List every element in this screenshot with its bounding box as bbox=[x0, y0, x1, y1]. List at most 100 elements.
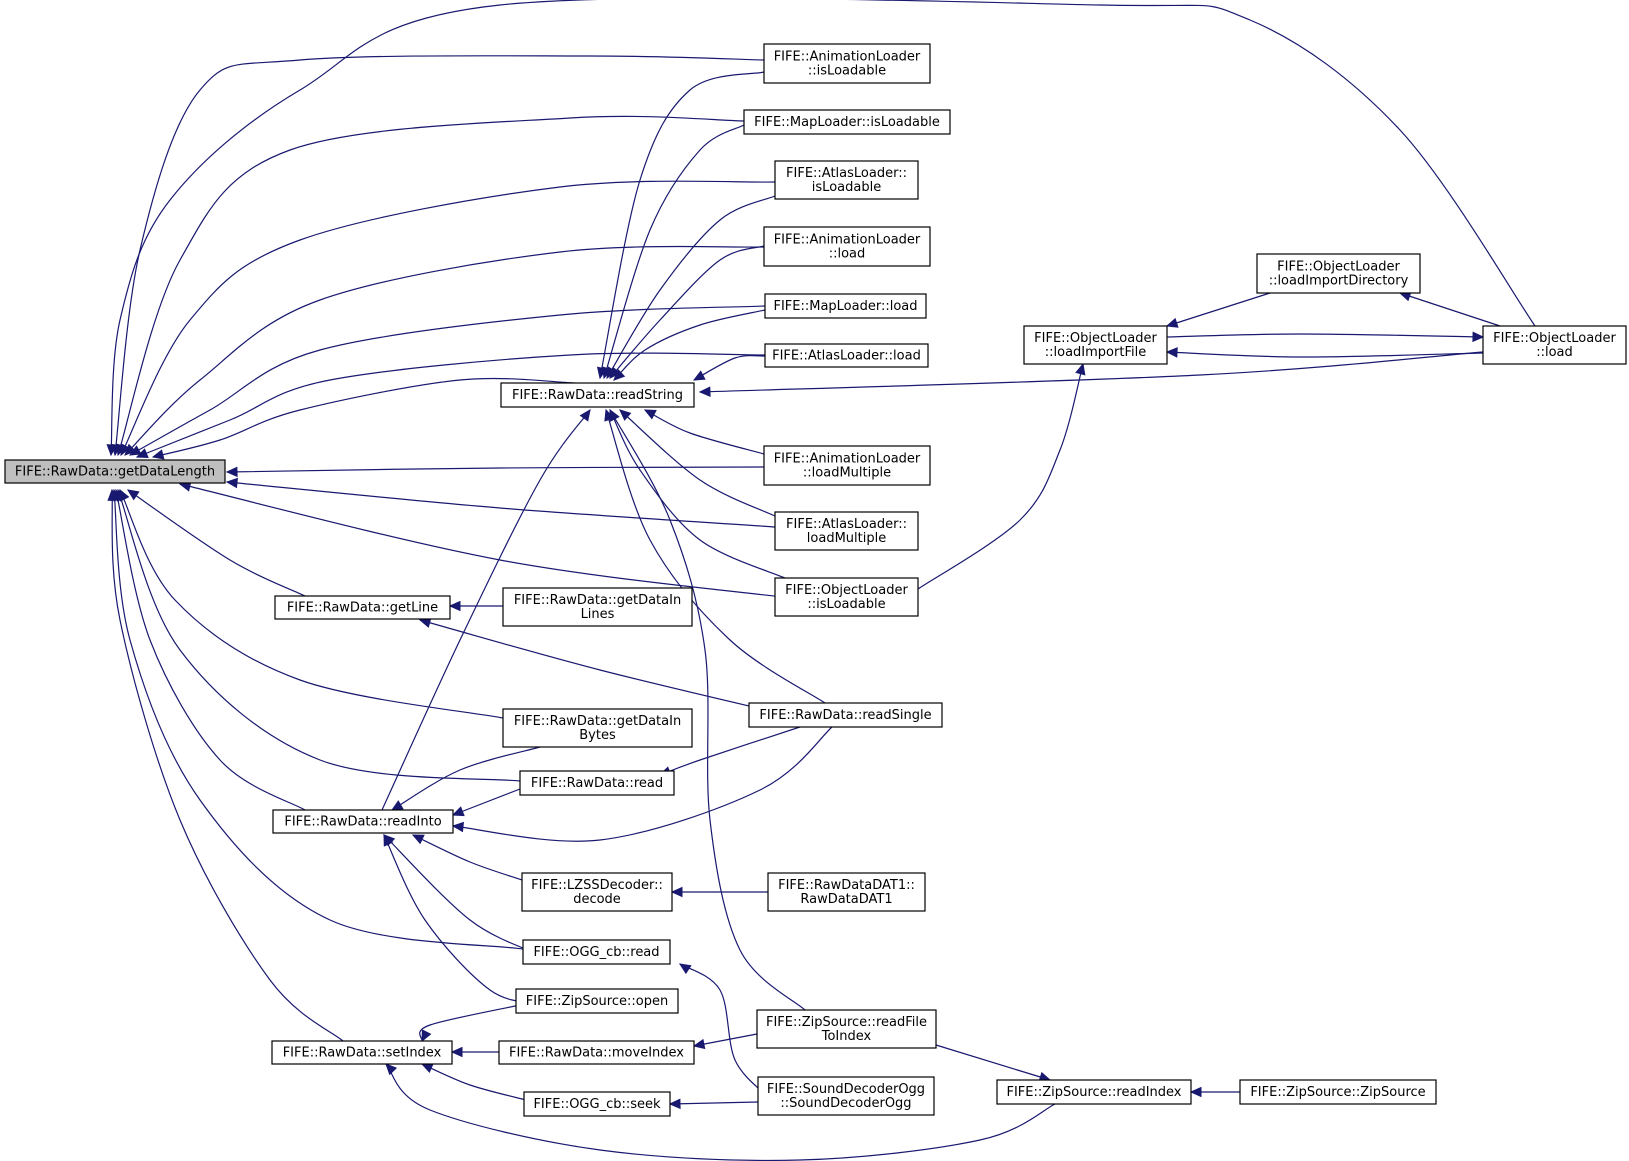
node-objLoadImportDirectory[interactable]: FIFE::ObjectLoader::loadImportDirectory bbox=[1256, 253, 1421, 294]
node-box[interactable] bbox=[521, 872, 673, 912]
node-label[interactable]: FIFE::LZSSDecoder:: bbox=[531, 878, 663, 893]
node-box[interactable] bbox=[519, 770, 675, 796]
node-objIsLoadable[interactable]: FIFE::ObjectLoader::isLoadable bbox=[774, 577, 919, 617]
node-box[interactable] bbox=[1482, 325, 1627, 365]
node-objLoadImportFile[interactable]: FIFE::ObjectLoader::loadImportFile bbox=[1023, 325, 1168, 365]
node-box[interactable] bbox=[748, 702, 943, 728]
node-animLoadMultiple[interactable]: FIFE::AnimationLoader::loadMultiple bbox=[763, 445, 931, 486]
node-box[interactable] bbox=[272, 809, 454, 834]
node-atlasIsLoadable[interactable]: FIFE::AtlasLoader::isLoadable bbox=[774, 160, 919, 200]
node-label[interactable]: FIFE::ZipSource::open bbox=[526, 994, 668, 1009]
node-label[interactable]: FIFE::AnimationLoader bbox=[774, 50, 921, 65]
node-label[interactable]: ::load bbox=[829, 247, 866, 262]
node-label[interactable]: FIFE::AtlasLoader:: bbox=[786, 517, 907, 532]
node-box[interactable] bbox=[757, 1076, 935, 1116]
node-box[interactable] bbox=[1239, 1079, 1437, 1105]
node-label[interactable]: FIFE::ObjectLoader bbox=[1493, 331, 1616, 346]
node-box[interactable] bbox=[743, 109, 951, 135]
node-label[interactable]: Lines bbox=[581, 607, 615, 622]
node-box[interactable] bbox=[515, 988, 679, 1014]
node-oggRead[interactable]: FIFE::OGG_cb::read bbox=[522, 939, 671, 965]
node-label[interactable]: FIFE::MapLoader::load bbox=[773, 299, 917, 314]
node-rawDataDat1[interactable]: FIFE::RawDataDAT1::RawDataDAT1 bbox=[767, 872, 926, 912]
node-label[interactable]: FIFE::RawData::readString bbox=[512, 388, 683, 403]
node-box[interactable] bbox=[502, 587, 693, 627]
node-label[interactable]: ::isLoadable bbox=[808, 64, 886, 79]
node-label[interactable]: FIFE::ObjectLoader bbox=[1277, 260, 1400, 275]
node-label[interactable]: FIFE::SoundDecoderOgg bbox=[767, 1082, 925, 1097]
node-label[interactable]: FIFE::RawData::setIndex bbox=[283, 1046, 442, 1061]
node-label[interactable]: FIFE::RawData::getDataLength bbox=[15, 465, 215, 480]
node-label[interactable]: FIFE::OGG_cb::seek bbox=[533, 1097, 661, 1112]
node-label[interactable]: FIFE::RawData::getLine bbox=[287, 601, 438, 616]
node-rdRead[interactable]: FIFE::RawData::read bbox=[519, 770, 675, 796]
node-setIndex[interactable]: FIFE::RawData::setIndex bbox=[271, 1040, 453, 1065]
node-label[interactable]: ::load bbox=[1536, 345, 1573, 360]
node-readInto[interactable]: FIFE::RawData::readInto bbox=[272, 809, 454, 834]
node-label[interactable]: FIFE::AnimationLoader bbox=[774, 452, 921, 467]
node-box[interactable] bbox=[763, 445, 931, 486]
node-readString[interactable]: FIFE::RawData::readString bbox=[500, 382, 695, 408]
node-atlasLoad[interactable]: FIFE::AtlasLoader::load bbox=[764, 343, 929, 368]
node-getDataLength[interactable]: FIFE::RawData::getDataLength bbox=[4, 459, 226, 484]
node-label[interactable]: FIFE::RawData::moveIndex bbox=[509, 1046, 684, 1061]
node-label[interactable]: FIFE::ObjectLoader bbox=[785, 583, 908, 598]
node-box[interactable] bbox=[271, 1040, 453, 1065]
node-box[interactable] bbox=[774, 160, 919, 200]
node-box[interactable] bbox=[763, 43, 931, 84]
node-box[interactable] bbox=[756, 1009, 937, 1049]
node-box[interactable] bbox=[767, 872, 926, 912]
node-animIsLoadable[interactable]: FIFE::AnimationLoader::isLoadable bbox=[763, 43, 931, 84]
node-label[interactable]: Bytes bbox=[579, 728, 616, 743]
node-soundDecoderOgg[interactable]: FIFE::SoundDecoderOgg::SoundDecoderOgg bbox=[757, 1076, 935, 1116]
node-label[interactable]: FIFE::AtlasLoader:: bbox=[786, 166, 907, 181]
node-box[interactable] bbox=[498, 1040, 695, 1065]
node-mapLoad[interactable]: FIFE::MapLoader::load bbox=[764, 293, 927, 319]
node-label[interactable]: FIFE::ZipSource::ZipSource bbox=[1250, 1085, 1425, 1100]
node-label[interactable]: decode bbox=[573, 892, 621, 907]
node-box[interactable] bbox=[4, 459, 226, 484]
node-box[interactable] bbox=[274, 595, 451, 620]
node-box[interactable] bbox=[763, 226, 931, 267]
node-label[interactable]: FIFE::ObjectLoader bbox=[1034, 331, 1157, 346]
node-oggSeek[interactable]: FIFE::OGG_cb::seek bbox=[523, 1091, 671, 1117]
node-readSingle[interactable]: FIFE::RawData::readSingle bbox=[748, 702, 943, 728]
node-lzssDecode[interactable]: FIFE::LZSSDecoder::decode bbox=[521, 872, 673, 912]
node-box[interactable] bbox=[1023, 325, 1168, 365]
node-label[interactable]: FIFE::RawData::readSingle bbox=[759, 708, 931, 723]
node-label[interactable]: FIFE::RawData::getDataIn bbox=[514, 593, 681, 608]
node-box[interactable] bbox=[500, 382, 695, 408]
node-label[interactable]: FIFE::RawData::readInto bbox=[284, 815, 441, 830]
node-label[interactable]: ToIndex bbox=[821, 1029, 872, 1044]
node-mapIsLoadable[interactable]: FIFE::MapLoader::isLoadable bbox=[743, 109, 951, 135]
node-getLine[interactable]: FIFE::RawData::getLine bbox=[274, 595, 451, 620]
node-label[interactable]: loadMultiple bbox=[807, 531, 886, 546]
node-label[interactable]: ::loadMultiple bbox=[803, 466, 891, 481]
node-label[interactable]: FIFE::OGG_cb::read bbox=[533, 945, 659, 960]
node-label[interactable]: FIFE::RawData::read bbox=[531, 776, 663, 791]
node-zipSourceCtor[interactable]: FIFE::ZipSource::ZipSource bbox=[1239, 1079, 1437, 1105]
node-label[interactable]: ::loadImportDirectory bbox=[1269, 274, 1409, 289]
node-box[interactable] bbox=[774, 511, 919, 551]
node-box[interactable] bbox=[502, 708, 693, 748]
node-box[interactable] bbox=[523, 1091, 671, 1117]
node-label[interactable]: ::isLoadable bbox=[807, 597, 885, 612]
node-label[interactable]: FIFE::AnimationLoader bbox=[774, 233, 921, 248]
node-atlasLoadMultiple[interactable]: FIFE::AtlasLoader::loadMultiple bbox=[774, 511, 919, 551]
node-box[interactable] bbox=[1256, 253, 1421, 294]
node-label[interactable]: FIFE::ZipSource::readFile bbox=[766, 1015, 927, 1030]
node-label[interactable]: ::SoundDecoderOgg bbox=[780, 1096, 911, 1111]
node-label[interactable]: FIFE::ZipSource::readIndex bbox=[1006, 1085, 1181, 1100]
node-box[interactable] bbox=[764, 293, 927, 319]
node-box[interactable] bbox=[764, 343, 929, 368]
node-objLoad[interactable]: FIFE::ObjectLoader::load bbox=[1482, 325, 1627, 365]
node-box[interactable] bbox=[774, 577, 919, 617]
node-label[interactable]: FIFE::RawData::getDataIn bbox=[514, 714, 681, 729]
node-label[interactable]: isLoadable bbox=[812, 180, 881, 195]
node-label[interactable]: ::loadImportFile bbox=[1045, 345, 1146, 360]
node-moveIndex[interactable]: FIFE::RawData::moveIndex bbox=[498, 1040, 695, 1065]
node-label[interactable]: FIFE::AtlasLoader::load bbox=[772, 349, 921, 364]
